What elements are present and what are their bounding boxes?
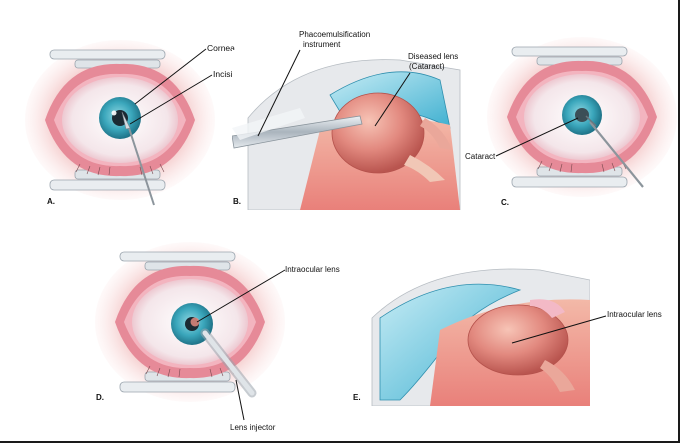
panel-b: Phacoemulsification instrument Diseased … (232, 30, 467, 210)
pupil-c (575, 108, 589, 122)
panel-d: Intraocular lens Lens injector D. (94, 241, 340, 432)
panel-a: Cornea Incision A. (24, 39, 242, 206)
label-intraocular-lens-d: Intraocular lens (285, 265, 340, 274)
label-cornea: Cornea (207, 43, 235, 53)
panel-letter-c: C. (501, 198, 509, 207)
panel-letter-b: B. (233, 197, 241, 206)
label-diseased-lens-line1: Diseased lens (408, 52, 458, 61)
label-intraocular-lens-e: Intraocular lens (607, 310, 662, 319)
panel-letter-d: D. (96, 393, 104, 402)
label-diseased-lens-line2: (Cataract) (409, 62, 445, 71)
label-cataract: Cataract (465, 152, 496, 161)
label-lens-injector: Lens injector (230, 423, 276, 432)
panel-c: Cataract C. (465, 36, 678, 207)
panel-letter-a: A. (47, 197, 55, 206)
label-phaco-line2: instrument (303, 40, 341, 49)
label-incision: Incision (213, 69, 242, 79)
label-phaco-line1: Phacoemulsification (299, 30, 370, 39)
panel-letter-e: E. (353, 393, 361, 402)
panel-e: Intraocular lens E. (353, 258, 662, 406)
